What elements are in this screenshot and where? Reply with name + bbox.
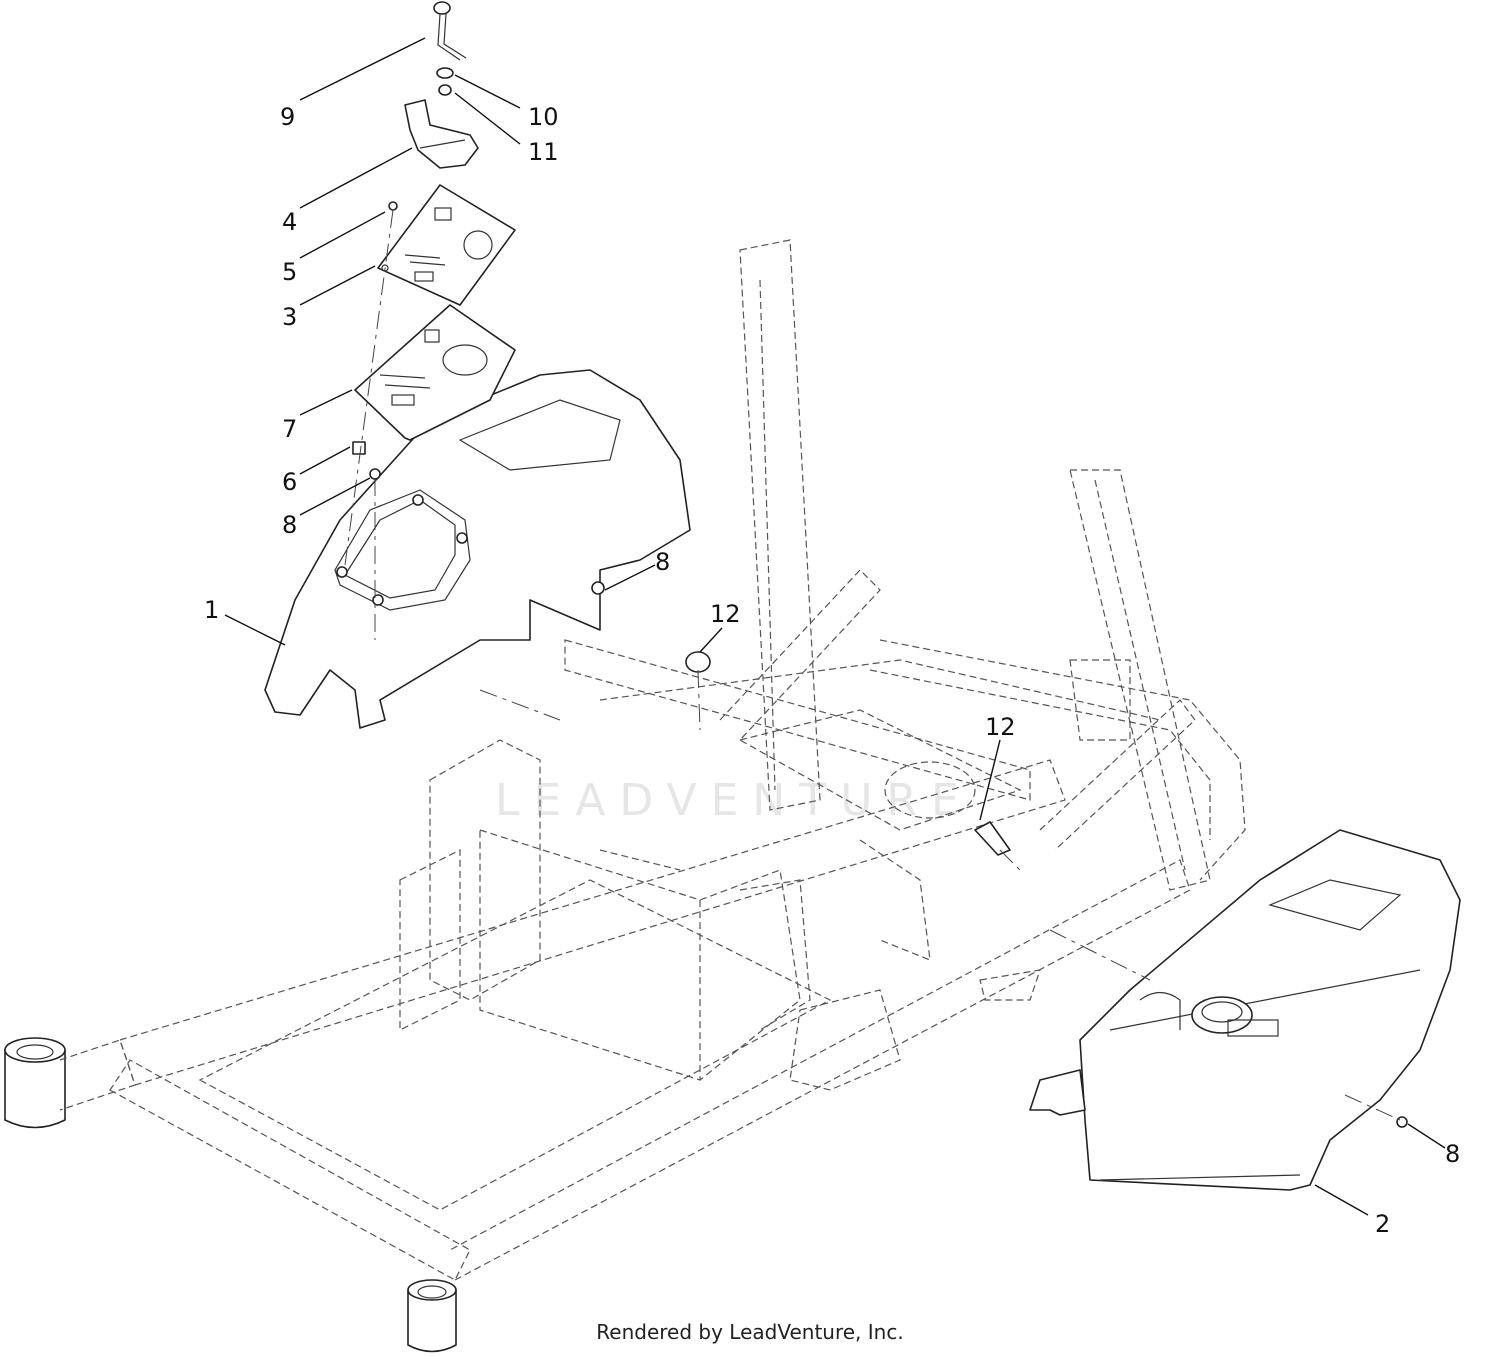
callout-1: 1	[204, 596, 219, 624]
callout-2: 2	[1375, 1210, 1390, 1238]
callout-9: 9	[280, 103, 295, 131]
callout-3: 3	[282, 303, 297, 331]
fuel-tank-pod	[1029, 829, 1461, 1191]
decal-plate	[377, 184, 516, 306]
leader-lines	[224, 37, 1446, 1216]
callout-10: 10	[528, 103, 559, 131]
control-bracket	[404, 99, 479, 169]
assembly-lines	[344, 209, 1401, 1121]
callout-8-left: 8	[282, 511, 297, 539]
mower-frame	[4, 239, 1246, 1353]
footer-credit: Rendered by LeadVenture, Inc.	[596, 1320, 904, 1344]
callout-8-pod: 8	[655, 548, 670, 576]
lever-knob	[433, 1, 467, 96]
callout-6: 6	[282, 468, 297, 496]
callout-4: 4	[282, 208, 297, 236]
callout-7: 7	[282, 415, 297, 443]
watermark-text: LEADVENTURE	[495, 775, 973, 826]
callout-5: 5	[282, 258, 297, 286]
callout-11: 11	[528, 138, 559, 166]
left-console-pod	[264, 369, 691, 729]
callout-12-left: 12	[710, 600, 741, 628]
hardware	[352, 201, 1408, 1128]
callout-12-right: 12	[985, 713, 1016, 741]
callouts: 9 10 11 4 5 3 7 6 8 8 1 12 12 8 2	[204, 103, 1460, 1238]
callout-8-right: 8	[1445, 1140, 1460, 1168]
gasket-plate	[354, 304, 516, 441]
